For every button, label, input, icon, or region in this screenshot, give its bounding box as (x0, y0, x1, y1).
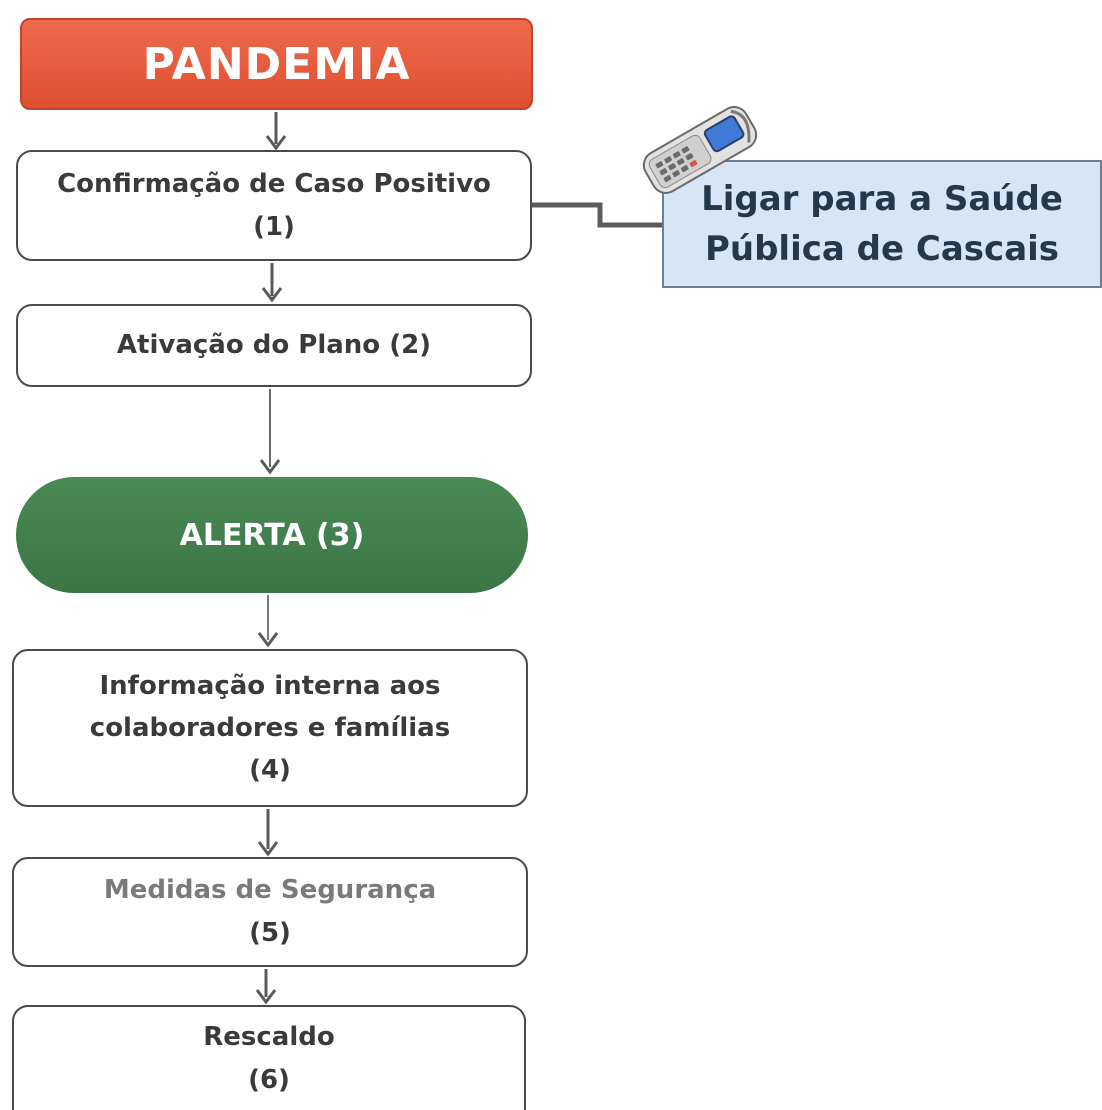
callout-line1: Ligar para a Saúde (701, 179, 1063, 219)
down-arrow-icon (265, 112, 287, 150)
step-4-text-line1: Informação interna aos (99, 671, 441, 701)
step-medidas-box: Medidas de Segurança (5) (12, 857, 528, 967)
step-2-text: Ativação do Plano (2) (116, 330, 432, 360)
down-arrow-icon (255, 969, 277, 1004)
step-5-number: (5) (249, 918, 291, 948)
step-4-text-line2: colaboradores e famílias (89, 713, 451, 743)
down-arrow-icon (261, 263, 283, 302)
callout-ligar-box: Ligar para a Saúde Pública de Cascais (662, 160, 1102, 288)
step-ativacao-box: Ativação do Plano (2) (16, 304, 532, 387)
pandemia-box: PANDEMIA (20, 18, 533, 110)
down-arrow-icon (257, 595, 279, 647)
down-arrow-icon (257, 809, 279, 856)
step-1-number: (1) (253, 211, 295, 242)
step-rescaldo-box: Rescaldo (6) (12, 1005, 526, 1110)
alerta-label: ALERTA (3) (179, 517, 365, 553)
alerta-box: ALERTA (3) (16, 477, 528, 593)
step-informacao-box: Informação interna aos colaboradores e f… (12, 649, 528, 807)
callout-line2: Pública de Cascais (704, 229, 1060, 269)
step-confirmacao-box: Confirmação de Caso Positivo (1) (16, 150, 532, 261)
step-6-number: (6) (248, 1064, 290, 1095)
step-6-text: Rescaldo (203, 1021, 335, 1052)
step-4-number: (4) (249, 755, 291, 785)
step-5-text: Medidas de Segurança (103, 875, 437, 905)
step-1-text: Confirmação de Caso Positivo (57, 168, 491, 199)
mobile-phone-icon (642, 106, 758, 194)
down-arrow-icon (259, 389, 281, 474)
callout-connector (532, 202, 662, 228)
pandemia-label: PANDEMIA (142, 38, 411, 90)
